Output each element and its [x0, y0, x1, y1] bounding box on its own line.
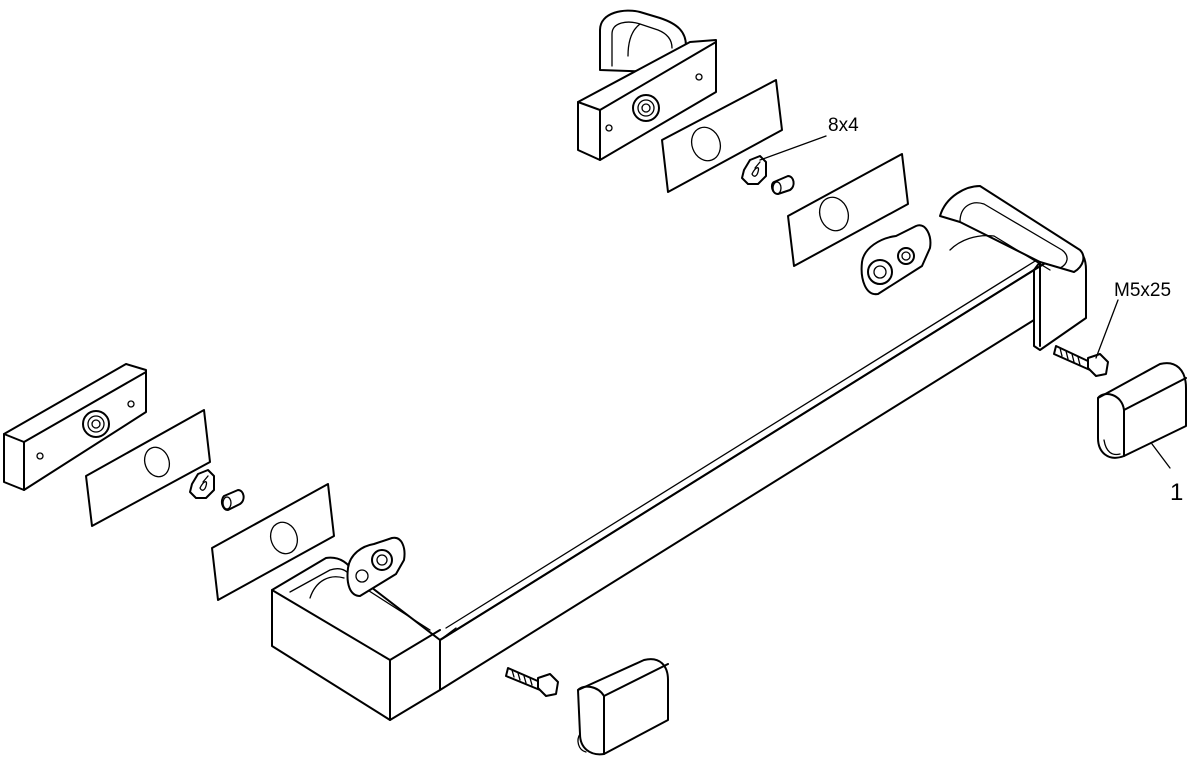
wall-bracket-top	[577, 9, 717, 161]
label-screw: M5x25	[1114, 280, 1171, 301]
towel-bar	[271, 185, 1087, 721]
gasket-left-1	[85, 409, 211, 527]
wall-bracket-left	[3, 363, 147, 491]
spacer-left	[189, 469, 215, 499]
end-cap-left	[577, 658, 669, 756]
leader-spacer	[759, 135, 827, 161]
gasket-top-2	[787, 153, 909, 267]
label-cap-number: 1	[1170, 479, 1183, 506]
screw-left	[505, 667, 559, 697]
leader-cap	[1151, 443, 1171, 469]
dowel-top	[770, 175, 795, 195]
label-spacer: 8x4	[828, 115, 859, 136]
leader-screw	[1095, 299, 1119, 359]
gasket-left-2	[211, 483, 335, 601]
spacer-top	[741, 155, 767, 185]
screw-right	[1053, 345, 1109, 377]
dowel-left	[220, 489, 245, 511]
gasket-top-1	[661, 79, 783, 193]
end-cap-right	[1097, 362, 1187, 459]
